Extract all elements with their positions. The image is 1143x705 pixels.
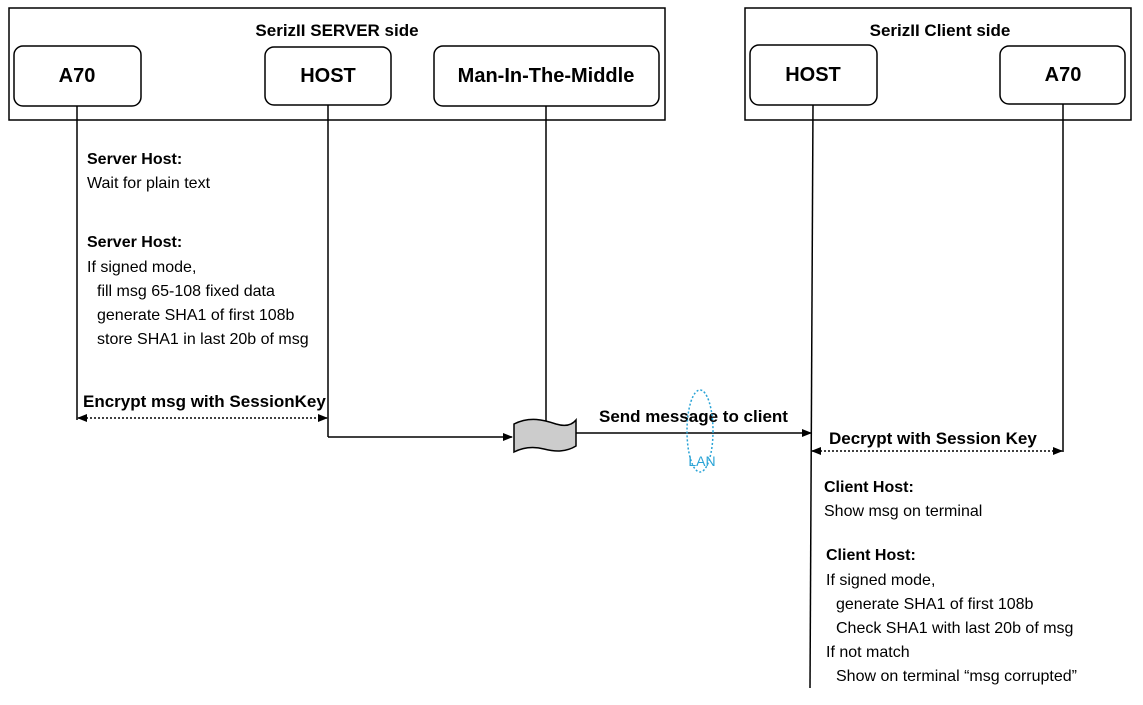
client-note-show-title: Client Host: bbox=[824, 479, 914, 496]
client-note-signed: Client Host: If signed mode, generate SH… bbox=[826, 547, 1077, 685]
server-note-signed-title: Server Host: bbox=[87, 234, 182, 251]
server-note-signed: Server Host: If signed mode, fill msg 65… bbox=[87, 234, 309, 348]
lan-label: LAN bbox=[688, 453, 715, 469]
client-a70-label: A70 bbox=[1045, 64, 1082, 86]
client-note-signed-line: If signed mode, bbox=[826, 572, 935, 589]
server-group-frame bbox=[8, 7, 666, 121]
mitm-label: Man-In-The-Middle bbox=[458, 65, 635, 87]
server-note-signed-line: fill msg 65-108 fixed data bbox=[97, 283, 275, 300]
message-document-icon bbox=[513, 417, 577, 454]
server-group-title: SerizII SERVER side bbox=[255, 21, 418, 40]
encrypt-message-label: Encrypt msg with SessionKey bbox=[83, 392, 326, 411]
client-note-signed-line: Check SHA1 with last 20b of msg bbox=[836, 620, 1073, 637]
decrypt-message-label: Decrypt with Session Key bbox=[829, 429, 1037, 448]
client-note-signed-line: Show on terminal “msg corrupted” bbox=[836, 668, 1077, 685]
server-note-wait: Server Host: Wait for plain text bbox=[87, 151, 211, 192]
client-host-label: HOST bbox=[785, 64, 841, 86]
client-note-signed-title: Client Host: bbox=[826, 547, 916, 564]
client-host-actor bbox=[749, 44, 878, 106]
server-note-wait-title: Server Host: bbox=[87, 151, 182, 168]
server-a70-label: A70 bbox=[59, 65, 96, 87]
lan-ellipse bbox=[686, 389, 714, 473]
server-note-wait-line: Wait for plain text bbox=[87, 175, 211, 192]
send-message-label: Send message to client bbox=[599, 407, 788, 426]
client-group-frame bbox=[744, 7, 1132, 121]
client-note-signed-line: generate SHA1 of first 108b bbox=[836, 596, 1034, 613]
client-host-lifeline bbox=[809, 104, 814, 689]
server-host-label: HOST bbox=[300, 65, 356, 87]
client-note-show: Client Host: Show msg on terminal bbox=[824, 479, 982, 520]
server-note-signed-line: If signed mode, bbox=[87, 259, 196, 276]
server-note-signed-line: generate SHA1 of first 108b bbox=[97, 307, 295, 324]
client-note-show-line: Show msg on terminal bbox=[824, 503, 982, 520]
client-note-signed-line: If not match bbox=[826, 644, 910, 661]
server-note-signed-line: store SHA1 in last 20b of msg bbox=[97, 331, 309, 348]
client-group-title: SerizII Client side bbox=[870, 21, 1011, 40]
